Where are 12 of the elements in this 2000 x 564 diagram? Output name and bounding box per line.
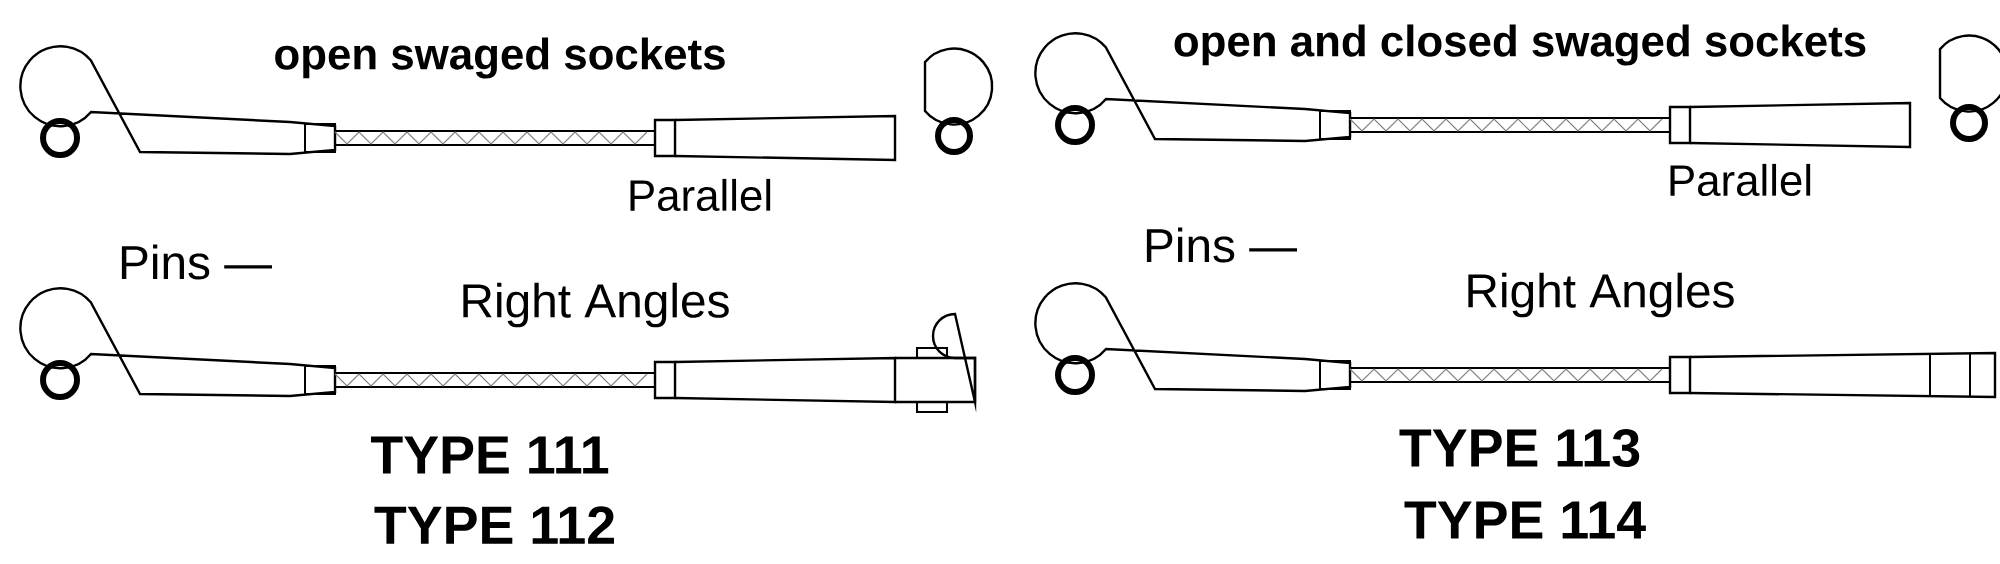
- type-label: TYPE 111: [370, 436, 609, 474]
- type-label: TYPE 114: [1404, 501, 1646, 539]
- type-label: TYPE 112: [374, 506, 614, 544]
- heading: open and closed swaged sockets: [1174, 24, 1866, 66]
- label: Pins —: [121, 244, 272, 280]
- heading: open swaged sockets: [275, 37, 725, 79]
- label: Right Angles: [1468, 272, 1734, 318]
- type-label: TYPE 113: [1399, 428, 1640, 468]
- label: Pins —: [1146, 227, 1297, 263]
- label: Parallel: [630, 178, 771, 212]
- label: Right Angles: [463, 282, 729, 328]
- label: Parallel: [1670, 163, 1811, 197]
